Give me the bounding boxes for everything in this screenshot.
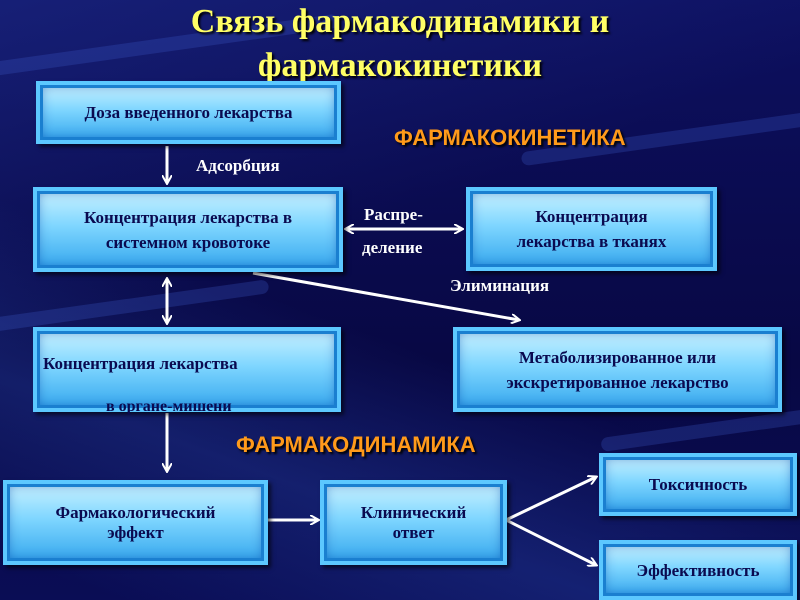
box-clinical-line-1: Клинический (360, 502, 467, 522)
arrow-clinical-efficacy (505, 518, 596, 565)
box-plasma-line-1: Концентрация лекарства в (83, 207, 293, 227)
box-pharmacological-effect: Фармакологический эффект (3, 480, 268, 565)
box-tissue-line-1: Концентрация (535, 207, 648, 226)
box-clinical-response: Клинический ответ (320, 480, 507, 565)
section-pharmacokinetics: ФАРМАКОКИНЕТИКА (394, 125, 626, 150)
box-target-line-2: в органе-мишени (106, 398, 232, 415)
label-elimination: Элиминация (450, 276, 550, 295)
box-target-organ-concentration: Концентрация лекарства (33, 327, 341, 412)
title-line-1: Связь фармакодинамики и (190, 3, 610, 40)
title-line-2: фармакокинетики (257, 47, 543, 84)
section-pharmacodynamics: ФАРМАКОДИНАМИКА (236, 432, 476, 457)
box-tissue-line-2: лекарства в тканях (516, 232, 667, 251)
label-distribution-line-2: деление (362, 238, 423, 257)
box-dose-label: Доза введенного лекарства (84, 103, 293, 122)
box-tissue-concentration: Концентрация лекарства в тканях (466, 187, 717, 271)
box-metabolized-line-2: экскретированное лекарство (506, 372, 729, 392)
box-metabolized-line-1: Метаболизированное или (518, 347, 717, 367)
box-toxicity: Токсичность (599, 453, 797, 516)
box-plasma-line-2: системном кровотоке (105, 232, 271, 252)
page-title: Связь фармакодинамики и фармакокинетики (0, 0, 800, 88)
box-effect-line-1: Фармакологический (55, 502, 216, 522)
box-efficacy: Эффективность (599, 540, 797, 600)
arrow-elimination (252, 271, 519, 320)
box-dose: Доза введенного лекарства (36, 81, 341, 144)
box-effect-line-2: эффект (107, 522, 164, 542)
label-absorption: Адсорбция (196, 156, 280, 175)
box-efficacy-label: Эффективность (636, 560, 760, 580)
arrow-clinical-toxicity (505, 477, 596, 522)
box-metabolized: Метаболизированное или экскретированное … (453, 327, 782, 412)
box-toxicity-label: Токсичность (648, 475, 748, 494)
box-plasma-concentration: Концентрация лекарства в системном крово… (33, 187, 343, 272)
label-distribution-line-1: Распре- (364, 205, 423, 224)
box-target-line-1: Концентрация лекарства (43, 354, 238, 373)
box-clinical-line-2: ответ (392, 522, 435, 542)
